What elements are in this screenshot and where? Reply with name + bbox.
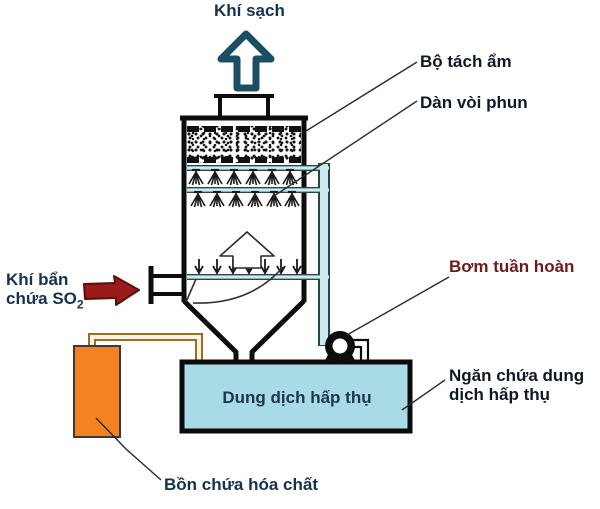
so2-subscript: 2 (76, 297, 84, 312)
leader-pump (346, 276, 450, 336)
leader-chemical-tank (95, 417, 162, 481)
solution-label: Dung dịch hấp thụ (222, 388, 372, 407)
pump-label: Bơm tuần hoàn (449, 257, 575, 276)
tower-chimney (214, 94, 274, 118)
chemical-pipe (88, 333, 203, 362)
reservoir-label-line1: Ngăn chứa dung (449, 366, 585, 385)
leader-demister (305, 61, 418, 132)
pump-outlet-duct (352, 338, 370, 362)
chemical-tank (73, 345, 121, 438)
dirty-gas-label-line2: chứa SO2 (6, 289, 84, 312)
demister-label: Bộ tách ẩm (420, 52, 512, 71)
demister-band (187, 126, 301, 163)
clean-gas-arrow-icon (217, 30, 275, 92)
solution-tank (179, 359, 413, 434)
dirty-gas-label: Khí bẩn chứa SO2 (6, 270, 84, 314)
recirculation-pipe (187, 163, 330, 346)
gas-inlet-pipe (148, 266, 184, 304)
reservoir-label-line2: dịch hấp thụ (449, 385, 551, 404)
dirty-gas-arrow-icon (83, 275, 140, 306)
gas-flow-up-arrow-icon (219, 231, 275, 269)
pump-icon (324, 331, 356, 362)
scrubber-tower (180, 115, 308, 363)
clean-gas-label: Khí sạch (214, 1, 285, 20)
leader-reservoir (401, 379, 446, 411)
spray-nozzles-row1 (187, 168, 299, 187)
spray-header-label: Dàn vòi phun (420, 93, 528, 112)
gas-flow-curve (185, 266, 284, 304)
spray-nozzles-row2 (189, 190, 301, 209)
leader-spray (273, 100, 418, 197)
chemical-tank-label: Bồn chứa hóa chất (164, 475, 318, 494)
leader-lines (95, 61, 450, 481)
reservoir-label: Ngăn chứa dung dịch hấp thụ (449, 366, 584, 404)
dirty-gas-label-line1: Khí bẩn (6, 270, 69, 289)
